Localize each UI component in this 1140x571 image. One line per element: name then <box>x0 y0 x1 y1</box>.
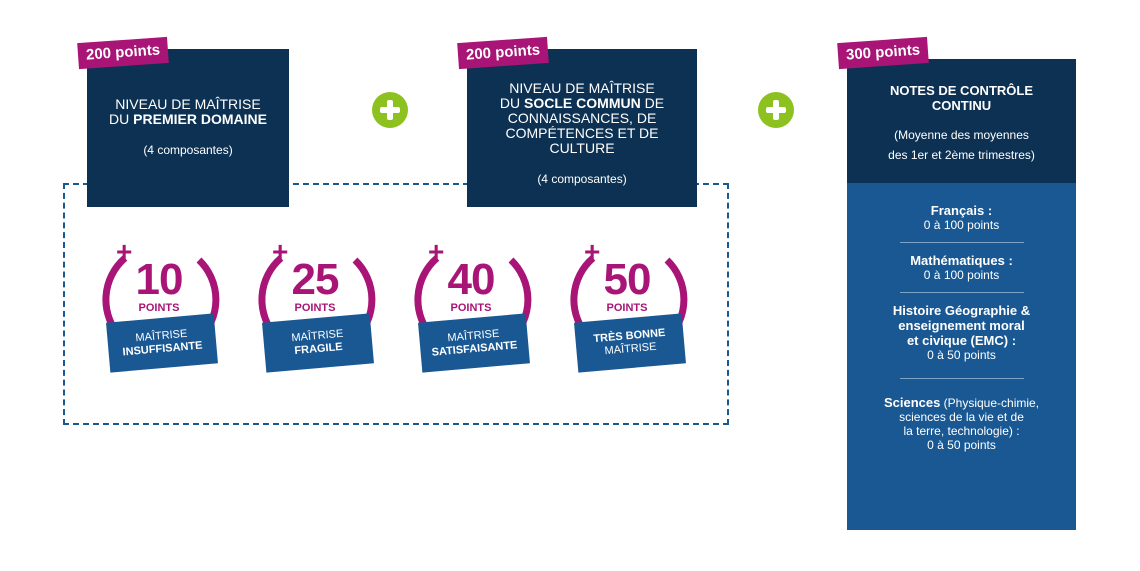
subject-value: 0 à 100 points <box>923 218 1000 232</box>
subject-title-1: Histoire Géographie & <box>892 303 1031 318</box>
subject-value: 0 à 50 points <box>927 438 996 452</box>
cc-title1: NOTES DE CONTRÔLE <box>889 83 1033 98</box>
cc-title2: CONTINU <box>931 98 992 113</box>
subject-title: Sciences <box>883 395 941 410</box>
continuous-assessment-header: NOTES DE CONTRÔLE CONTINU (Moyenne des m… <box>847 59 1076 183</box>
badge-ribbon: MAÎTRISE FRAGILE <box>262 313 374 373</box>
badge-points-label: POINTS <box>138 302 180 314</box>
socle-commun-box: NIVEAU DE MAÎTRISE DU SOCLE COMMUN DE CO… <box>467 49 697 207</box>
subject-maths: Mathématiques : 0 à 100 points <box>847 253 1076 282</box>
subject-title-2: enseignement moral <box>898 318 1025 333</box>
first-domain-line2-bold: PREMIER DOMAINE <box>133 111 267 127</box>
badge-number: 50 <box>603 255 652 304</box>
socle-line4: COMPÉTENCES ET DE <box>505 125 659 141</box>
socle-line5: CULTURE <box>549 140 615 156</box>
subject-value: 0 à 50 points <box>927 348 996 362</box>
cc-note1: (Moyenne des moyennes <box>894 128 1029 142</box>
plus-sign: + <box>584 236 601 267</box>
plus-sign: + <box>428 236 445 267</box>
divider <box>899 378 1024 379</box>
cc-note2: des 1er et 2ème trimestres) <box>888 148 1035 162</box>
first-domain-note: (4 composantes) <box>143 143 233 157</box>
subject-histoire: Histoire Géographie & enseignement moral… <box>847 303 1076 362</box>
socle-line2-suffix: DE <box>640 95 665 111</box>
plus-icon <box>372 92 408 128</box>
subject-title: Français : <box>930 203 993 218</box>
socle-line2-prefix: DU <box>499 95 525 111</box>
first-domain-line2-prefix: DU <box>109 111 134 127</box>
socle-note: (4 composantes) <box>537 172 627 186</box>
plus-icon <box>758 92 794 128</box>
subject-sciences: Sciences (Physique-chimie, sciences de l… <box>847 395 1076 452</box>
badges-group-frame <box>63 183 729 425</box>
divider <box>899 242 1024 243</box>
subjects-panel: Français : 0 à 100 points Mathématiques … <box>847 183 1076 530</box>
subject-extra-1: (Physique-chimie, <box>940 396 1040 410</box>
badge-number: 40 <box>447 255 496 304</box>
badge-50-points: + 50 POINTS TRÈS BONNE MAÎTRISE <box>568 236 708 390</box>
subject-title-3: et civique (EMC) : <box>906 333 1017 348</box>
badge-points-label: POINTS <box>606 302 648 314</box>
first-domain-line1: NIVEAU DE MAÎTRISE <box>115 96 261 112</box>
subject-title: Mathématiques : <box>910 253 1013 268</box>
first-domain-box: NIVEAU DE MAÎTRISE DU PREMIER DOMAINE (4… <box>87 49 289 207</box>
subject-value: 0 à 100 points <box>923 268 1000 282</box>
socle-line3: CONNAISSANCES, DE <box>507 110 657 126</box>
badge-number: 10 <box>135 255 184 304</box>
subject-title-line: Sciences (Physique-chimie, <box>847 395 1076 410</box>
first-domain-line2: DU PREMIER DOMAINE <box>87 112 289 127</box>
plus-sign: + <box>116 236 133 267</box>
badge-ribbon: TRÈS BONNE MAÎTRISE <box>574 313 686 373</box>
socle-line2-bold: SOCLE COMMUN <box>524 95 641 111</box>
badge-10-points: + 10 POINTS MAÎTRISE INSUFFISANTE <box>100 236 240 390</box>
badge-40-points: + 40 POINTS MAÎTRISE SATISFAISANTE <box>412 236 552 390</box>
socle-line1: NIVEAU DE MAÎTRISE <box>509 80 655 96</box>
subject-extra-3: la terre, technologie) : <box>903 424 1020 438</box>
divider <box>899 292 1024 293</box>
socle-line2: DU SOCLE COMMUN DE <box>467 96 697 111</box>
badge-points-label: POINTS <box>294 302 336 314</box>
badge-points-label: POINTS <box>450 302 492 314</box>
plus-sign: + <box>272 236 289 267</box>
badge-25-points: + 25 POINTS MAÎTRISE FRAGILE <box>256 236 396 390</box>
badge-ribbon: MAÎTRISE INSUFFISANTE <box>106 313 218 373</box>
badge-number: 25 <box>291 255 340 304</box>
subject-extra-2: sciences de la vie et de <box>899 410 1024 424</box>
badge-ribbon: MAÎTRISE SATISFAISANTE <box>418 313 530 373</box>
subject-francais: Français : 0 à 100 points <box>847 203 1076 232</box>
